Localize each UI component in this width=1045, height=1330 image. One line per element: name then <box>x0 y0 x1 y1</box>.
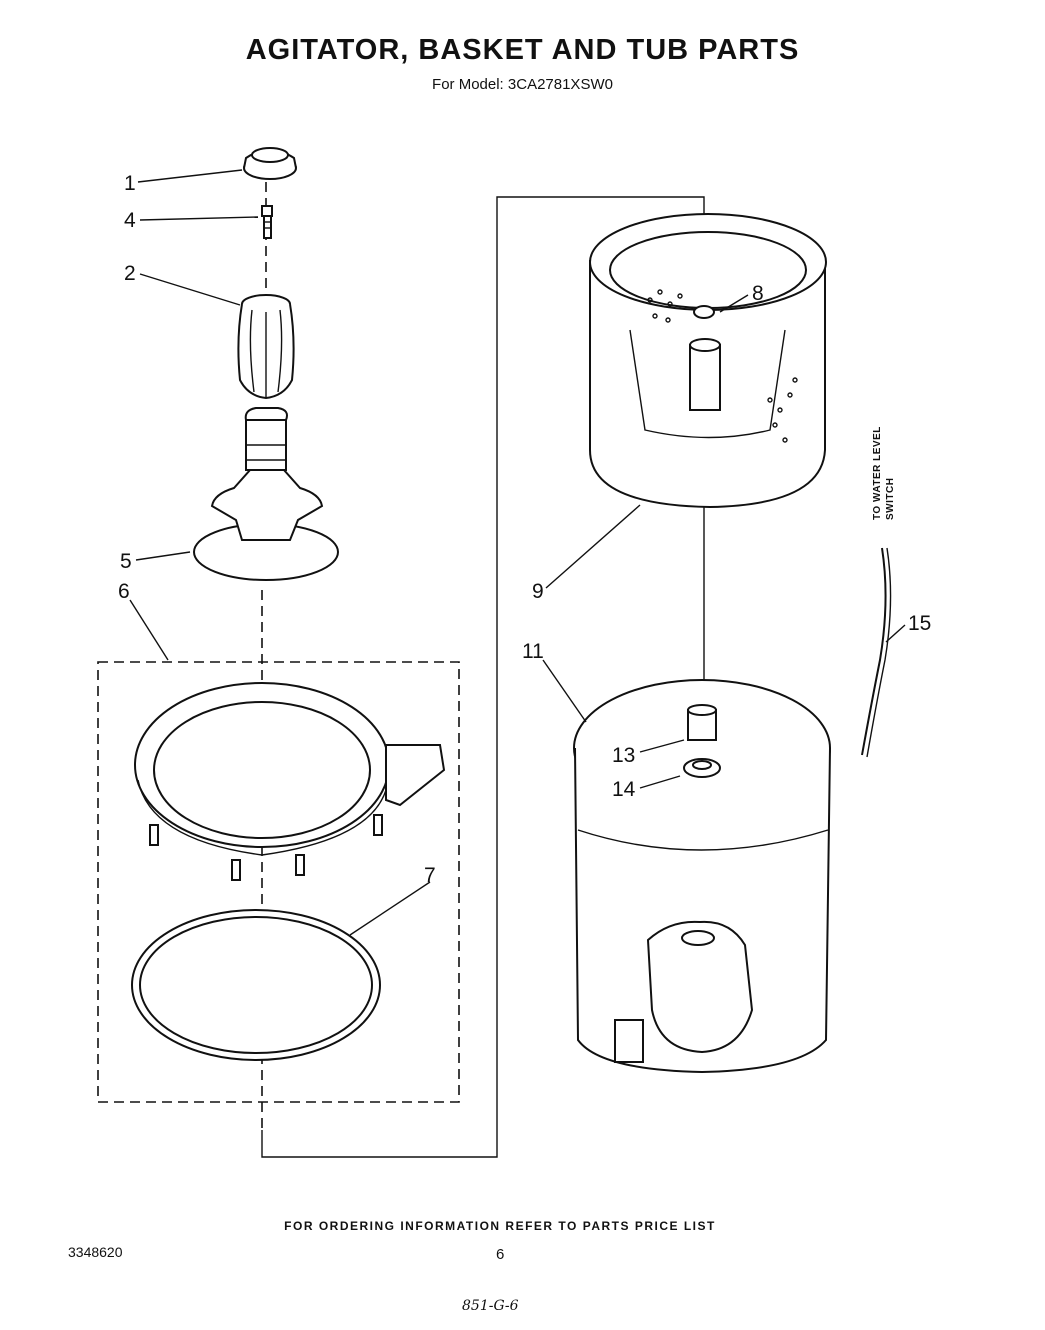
water-level-switch-label-line1: TO WATER LEVEL <box>872 426 883 520</box>
callout-5: 5 <box>120 550 132 573</box>
tub-ring-part <box>134 682 446 881</box>
water-level-hose-part <box>861 547 887 756</box>
leader-arrows <box>129 169 906 936</box>
callout-15: 15 <box>908 612 931 635</box>
tub-seal-ring-part <box>131 909 381 1061</box>
callout-8: 8 <box>752 282 764 305</box>
basket-part <box>589 213 827 509</box>
assembly-connector-line <box>261 196 705 1158</box>
document-number: 3348620 <box>68 1244 123 1260</box>
callout-4: 4 <box>124 209 136 232</box>
drive-seal-part <box>683 758 721 778</box>
callout-9: 9 <box>532 580 544 603</box>
water-level-switch-label-line2: SWITCH <box>885 478 896 520</box>
callout-11: 11 <box>522 640 544 663</box>
callout-2: 2 <box>124 262 136 285</box>
callout-1: 1 <box>124 172 136 195</box>
handwritten-note: 851-G-6 <box>462 1298 519 1314</box>
callout-13: 13 <box>612 744 635 767</box>
agitator-bolt-part <box>261 205 273 239</box>
tub-ring-group-box <box>97 661 460 1103</box>
agitator-cap-part <box>243 147 297 180</box>
agitator-base-part <box>193 407 339 581</box>
ordering-info-note: FOR ORDERING INFORMATION REFER TO PARTS … <box>284 1219 716 1233</box>
page-number: 6 <box>496 1246 505 1263</box>
callout-14: 14 <box>612 778 636 801</box>
model-subtitle: For Model: 3CA2781XSW0 <box>432 76 613 93</box>
outer-tub-part <box>573 679 831 1074</box>
callout-7: 7 <box>424 864 436 887</box>
drive-bearing-part <box>687 704 717 741</box>
page-title: AGITATOR, BASKET AND TUB PARTS <box>245 34 800 66</box>
callout-6: 6 <box>118 580 130 603</box>
agitator-barrel-part <box>237 294 295 400</box>
